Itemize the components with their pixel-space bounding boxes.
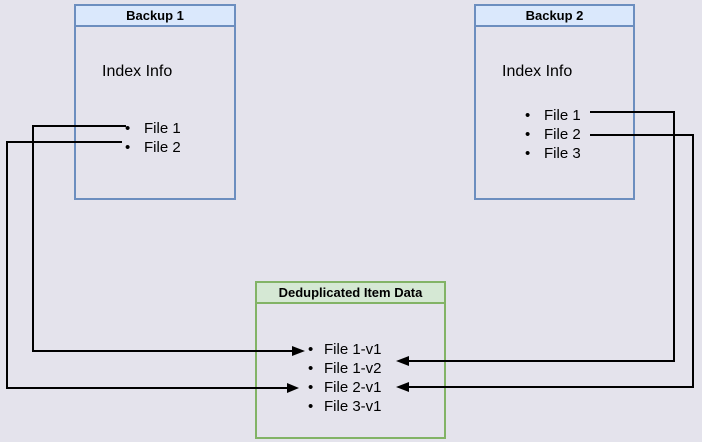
bullet-icon [308, 359, 313, 378]
backup2-title: Backup 2 [476, 6, 633, 27]
list-item-file2: File 2 [476, 125, 633, 144]
backup1-title: Backup 1 [76, 6, 234, 27]
list-item-file2-v1: File 2-v1 [257, 378, 444, 397]
file-label: File 3-v1 [324, 398, 382, 415]
backup2-index-info-label: Index Info [502, 63, 573, 80]
list-item-file1: File 1 [76, 119, 234, 138]
list-item-file1-v1: File 1-v1 [257, 340, 444, 359]
backup1-file-list: File 1 File 2 [76, 119, 234, 157]
file-label: File 1-v2 [324, 360, 382, 377]
dedup-title: Deduplicated Item Data [257, 283, 444, 304]
dedup-box: Deduplicated Item Data File 1-v1 File 1-… [255, 281, 446, 439]
bullet-icon [308, 378, 313, 397]
bullet-icon [525, 144, 530, 163]
bullet-icon [308, 340, 313, 359]
backup2-box: Backup 2 Index Info File 1 File 2 File 3 [474, 4, 635, 200]
bullet-icon [308, 397, 313, 416]
file-label: File 1-v1 [324, 341, 382, 358]
bullet-icon [525, 106, 530, 125]
list-item-file1-v2: File 1-v2 [257, 359, 444, 378]
file-label: File 2 [544, 126, 581, 143]
list-item-file2: File 2 [76, 138, 234, 157]
file-label: File 3 [544, 145, 581, 162]
list-item-file3-v1: File 3-v1 [257, 397, 444, 416]
file-label: File 2 [144, 139, 181, 156]
bullet-icon [525, 125, 530, 144]
file-label: File 2-v1 [324, 379, 382, 396]
backup2-file-list: File 1 File 2 File 3 [476, 106, 633, 163]
backup1-index-info-label: Index Info [102, 63, 173, 80]
backup1-box: Backup 1 Index Info File 1 File 2 [74, 4, 236, 200]
file-label: File 1 [544, 107, 581, 124]
dedup-file-list: File 1-v1 File 1-v2 File 2-v1 File 3-v1 [257, 340, 444, 416]
list-item-file3: File 3 [476, 144, 633, 163]
list-item-file1: File 1 [476, 106, 633, 125]
file-label: File 1 [144, 120, 181, 137]
bullet-icon [125, 138, 130, 157]
bullet-icon [125, 119, 130, 138]
